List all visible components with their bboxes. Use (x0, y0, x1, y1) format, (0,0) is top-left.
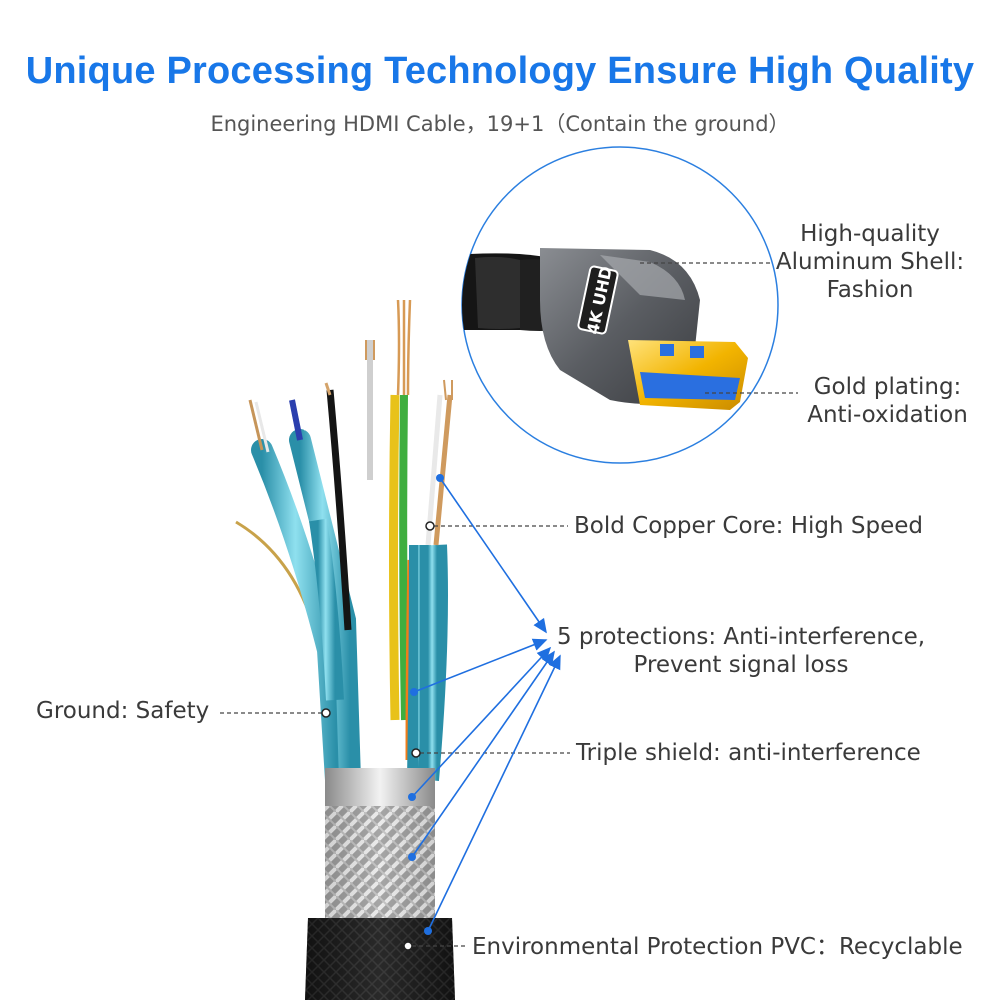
wire-bundle (235, 299, 453, 791)
protections-label-line1: 5 protections: Anti-interference, (556, 624, 926, 650)
pvc-label: Environmental Protection PVC：Recyclable (472, 934, 963, 960)
protections-label-line2: Prevent signal loss (633, 652, 849, 678)
shield-layers (305, 768, 455, 1000)
teal-insulated-wire (407, 544, 431, 781)
leader-lines (220, 262, 798, 947)
leader-dots (321, 521, 435, 951)
protection-arrows (411, 477, 561, 932)
uhd-badge: 4K UHD (577, 265, 619, 336)
shell-label-line3: Fashion (826, 277, 914, 303)
gold-label: Gold plating: Anti-oxidation (800, 373, 975, 429)
connector-zoom: 4K UHD (461, 146, 779, 464)
shell-label-line2: Aluminum Shell: (775, 249, 965, 275)
foil-shield (325, 768, 435, 810)
page-subtitle: Engineering HDMI Cable，19+1（Contain the … (210, 112, 790, 136)
shell-label-line1: High-quality (800, 221, 940, 247)
ground-label: Ground: Safety (36, 698, 210, 724)
gold-label-line1: Gold plating: (813, 374, 962, 400)
copper-label: Bold Copper Core: High Speed (574, 513, 923, 539)
gold-label-line2: Anti-oxidation (807, 402, 968, 428)
shield-label: Triple shield: anti-interference (576, 740, 921, 766)
protections-label: 5 protections: Anti-interference, Preven… (556, 623, 926, 679)
shell-label: High-quality Aluminum Shell: Fashion (770, 220, 970, 304)
page-title: Unique Processing Technology Ensure High… (25, 50, 975, 92)
